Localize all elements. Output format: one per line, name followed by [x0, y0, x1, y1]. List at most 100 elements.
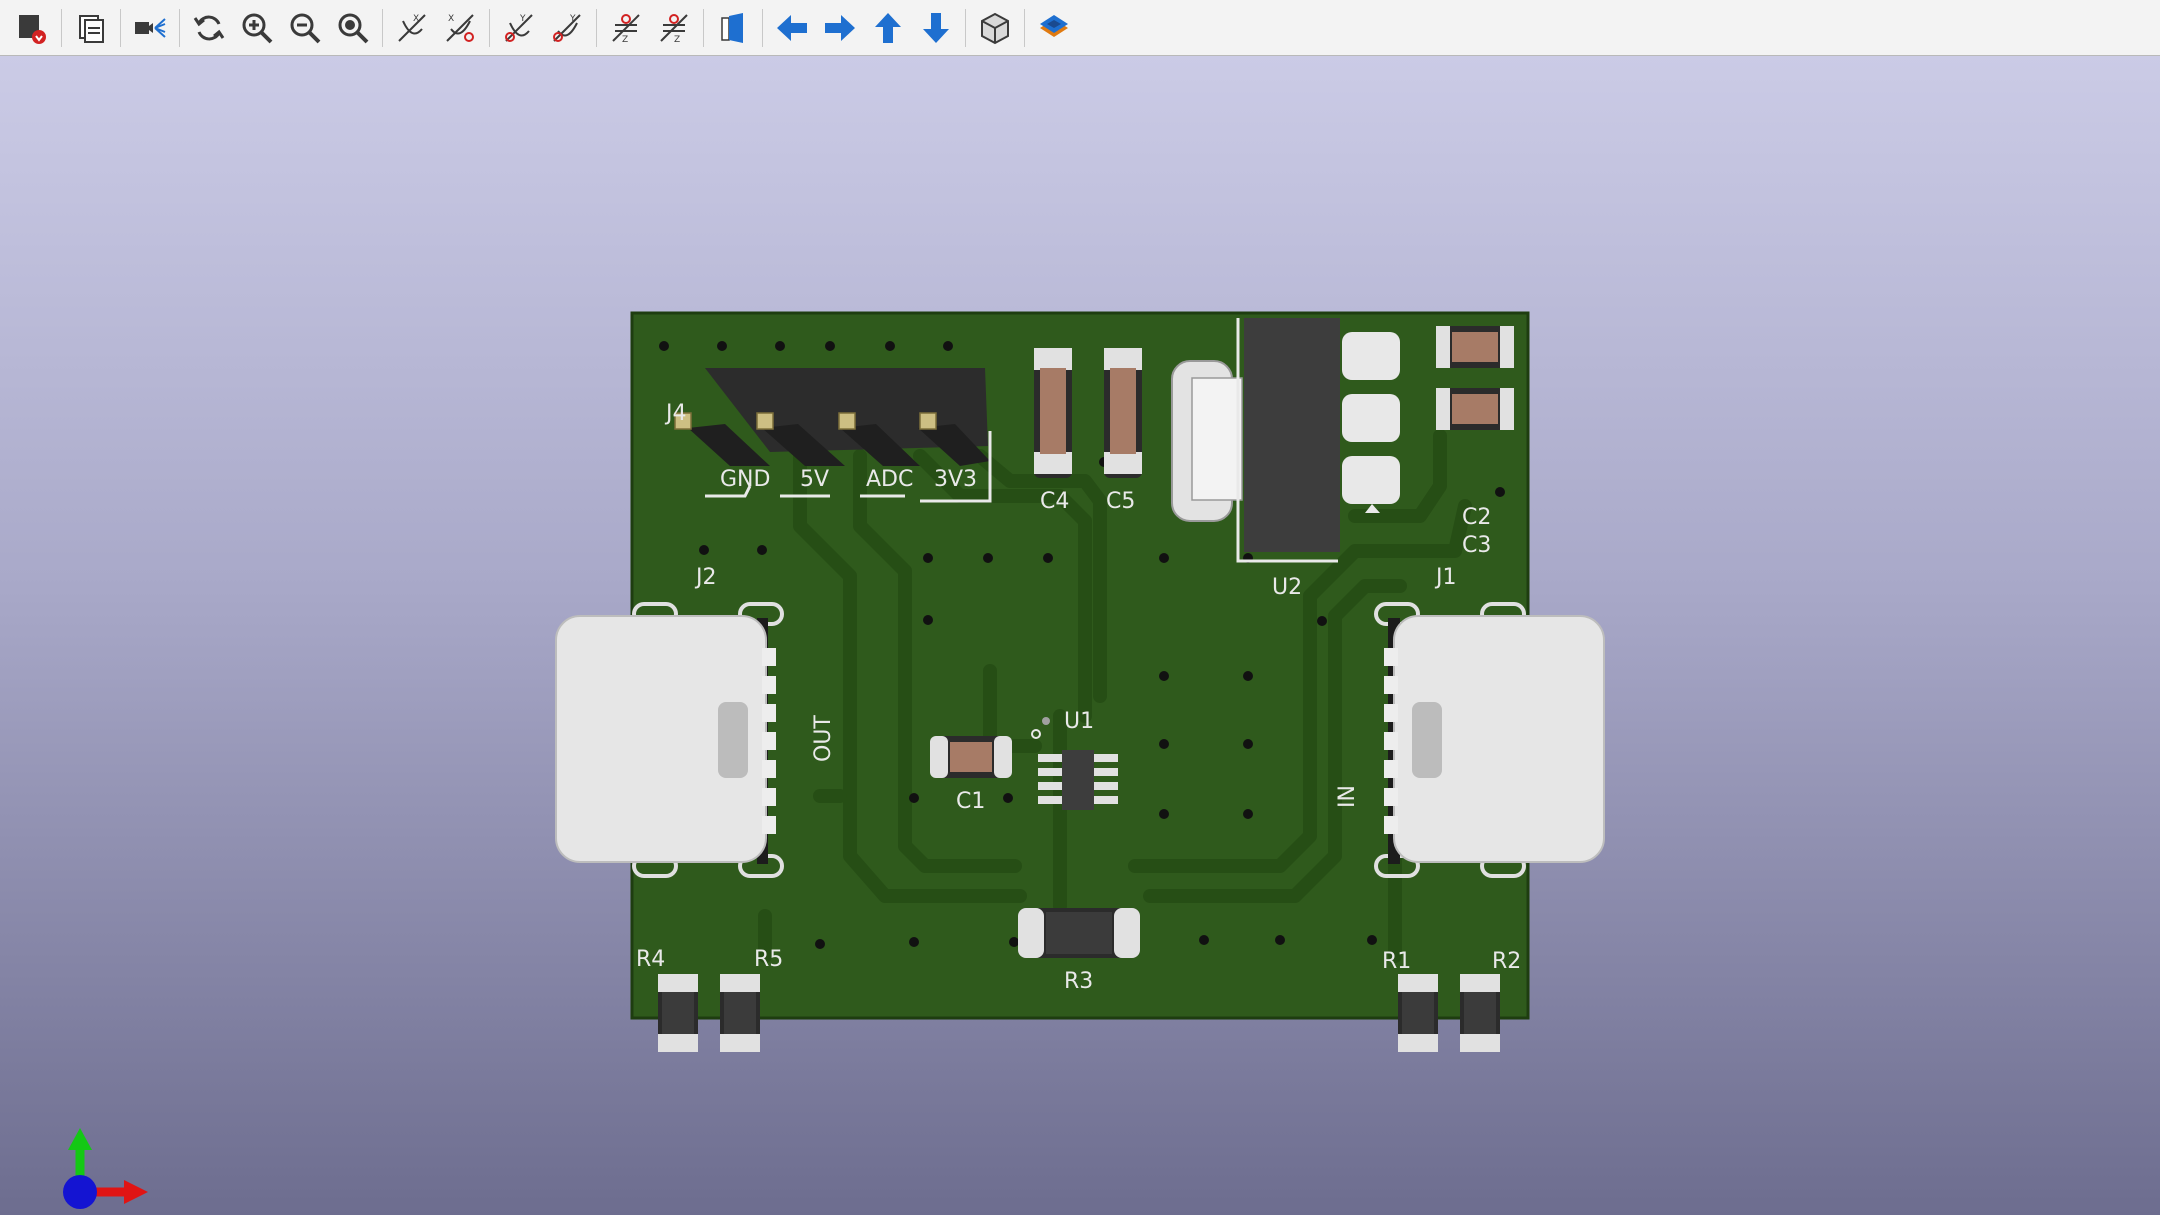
pan-down-button[interactable]: [915, 7, 957, 49]
label-c4: C4: [1040, 489, 1069, 514]
svg-text:X: X: [413, 14, 419, 24]
toolbar-separator: [61, 8, 62, 47]
reload-board-button[interactable]: [188, 7, 230, 49]
3d-viewport[interactable]: J4 GND 5V ADC 3V3 C4 C5 U2 C2 C3 J2: [0, 56, 2160, 1215]
zoom-fit-button[interactable]: [332, 7, 374, 49]
toolbar: X X Y Y Z Z: [0, 0, 2160, 56]
z-axis-dot: [63, 1175, 97, 1209]
pan-up-button[interactable]: [867, 7, 909, 49]
toolbar-separator: [489, 8, 490, 47]
rotate-y-ccw-icon: Y: [553, 14, 581, 42]
resistor-r5: [720, 974, 760, 1052]
toolbar-separator: [703, 8, 704, 47]
render-icon: [19, 14, 46, 44]
zoom-out-icon: [290, 13, 321, 43]
resistor-r3: [1018, 908, 1140, 958]
label-r2: R2: [1492, 949, 1521, 974]
rotate-y-ccw-button[interactable]: Y: [546, 7, 588, 49]
arrow-right-icon: [825, 14, 855, 41]
toolbar-separator: [596, 8, 597, 47]
rotate-z-cw-icon: Z: [612, 13, 640, 45]
label-r4: R4: [636, 947, 665, 972]
toolbar-separator: [762, 8, 763, 47]
resistor-r4: [658, 974, 698, 1052]
arrow-left-icon: [777, 14, 807, 41]
label-j2: J2: [694, 565, 717, 590]
arrow-down-icon: [923, 12, 949, 43]
svg-text:X: X: [448, 14, 454, 24]
copper-traces: [758, 429, 1472, 963]
capacitor-c2: [1436, 326, 1514, 368]
label-in: IN: [1335, 785, 1360, 808]
capacitor-c5: [1104, 348, 1142, 478]
rotate-y-cw-button[interactable]: Y: [498, 7, 540, 49]
toolbar-separator: [382, 8, 383, 47]
rotate-x-ccw-button[interactable]: X: [439, 7, 481, 49]
cube-icon: [981, 12, 1009, 44]
zoom-fit-icon: [338, 13, 369, 43]
label-c3: C3: [1462, 533, 1491, 558]
capacitor-c4: [1034, 348, 1072, 478]
rotate-x-ccw-icon: X: [446, 14, 474, 42]
camera-options-button[interactable]: [129, 7, 171, 49]
label-u2: U2: [1272, 575, 1302, 600]
label-5v: 5V: [800, 467, 829, 492]
label-r3: R3: [1064, 969, 1093, 994]
toolbar-separator: [179, 8, 180, 47]
rotate-z-ccw-button[interactable]: Z: [653, 7, 695, 49]
label-c5: C5: [1106, 489, 1135, 514]
x-axis-arrowhead: [124, 1180, 148, 1204]
flip-icon: [721, 12, 743, 43]
label-j4: J4: [664, 401, 687, 426]
rotate-x-cw-icon: X: [398, 14, 426, 42]
label-j1: J1: [1434, 565, 1457, 590]
camera-icon: [135, 17, 166, 38]
resistor-r2: [1460, 974, 1500, 1052]
toolbar-separator: [120, 8, 121, 47]
capacitor-c1: [930, 736, 1012, 778]
zoom-in-icon: [242, 13, 273, 43]
zoom-out-button[interactable]: [284, 7, 326, 49]
render-raytrace-button[interactable]: [11, 7, 53, 49]
pan-right-button[interactable]: [819, 7, 861, 49]
ortho-view-button[interactable]: [974, 7, 1016, 49]
usb-c-connector-j1: [1374, 602, 1605, 878]
refresh-icon: [193, 15, 225, 40]
pan-left-button[interactable]: [771, 7, 813, 49]
resistor-r1: [1398, 974, 1438, 1052]
label-r5: R5: [754, 947, 783, 972]
rotate-z-ccw-icon: Z: [660, 13, 688, 45]
label-r1: R1: [1382, 949, 1411, 974]
label-c1: C1: [956, 789, 985, 814]
label-c2: C2: [1462, 505, 1491, 530]
label-out: OUT: [811, 715, 836, 762]
usb-c-connector-j2: [555, 602, 784, 878]
axis-gizmo: [63, 1128, 148, 1209]
toolbar-separator: [965, 8, 966, 47]
ic-u1: [1031, 717, 1118, 810]
copy-icon: [79, 14, 104, 43]
svg-text:Y: Y: [569, 14, 576, 24]
label-3v3: 3V3: [934, 467, 977, 492]
toolbar-separator: [1024, 8, 1025, 47]
rotate-x-cw-button[interactable]: X: [391, 7, 433, 49]
label-adc: ADC: [866, 467, 913, 492]
vias: [659, 341, 1505, 949]
svg-text:Y: Y: [519, 14, 526, 24]
layers-icon: [1040, 14, 1068, 37]
pcb-render: J4 GND 5V ADC 3V3 C4 C5 U2 C2 C3 J2: [555, 311, 1605, 1052]
label-gnd: GND: [720, 467, 770, 492]
regulator-u2: [1171, 318, 1400, 563]
copy-image-button[interactable]: [70, 7, 112, 49]
arrow-up-icon: [875, 12, 901, 43]
zoom-in-button[interactable]: [236, 7, 278, 49]
flip-board-button[interactable]: [712, 7, 754, 49]
label-u1: U1: [1064, 709, 1094, 734]
svg-text:Z: Z: [622, 35, 628, 45]
rotate-z-cw-button[interactable]: Z: [605, 7, 647, 49]
layers-button[interactable]: [1033, 7, 1075, 49]
j4-pin-header: [674, 368, 992, 503]
y-axis-arrowhead: [68, 1128, 92, 1150]
svg-text:Z: Z: [674, 35, 680, 45]
rotate-y-cw-icon: Y: [505, 14, 533, 42]
